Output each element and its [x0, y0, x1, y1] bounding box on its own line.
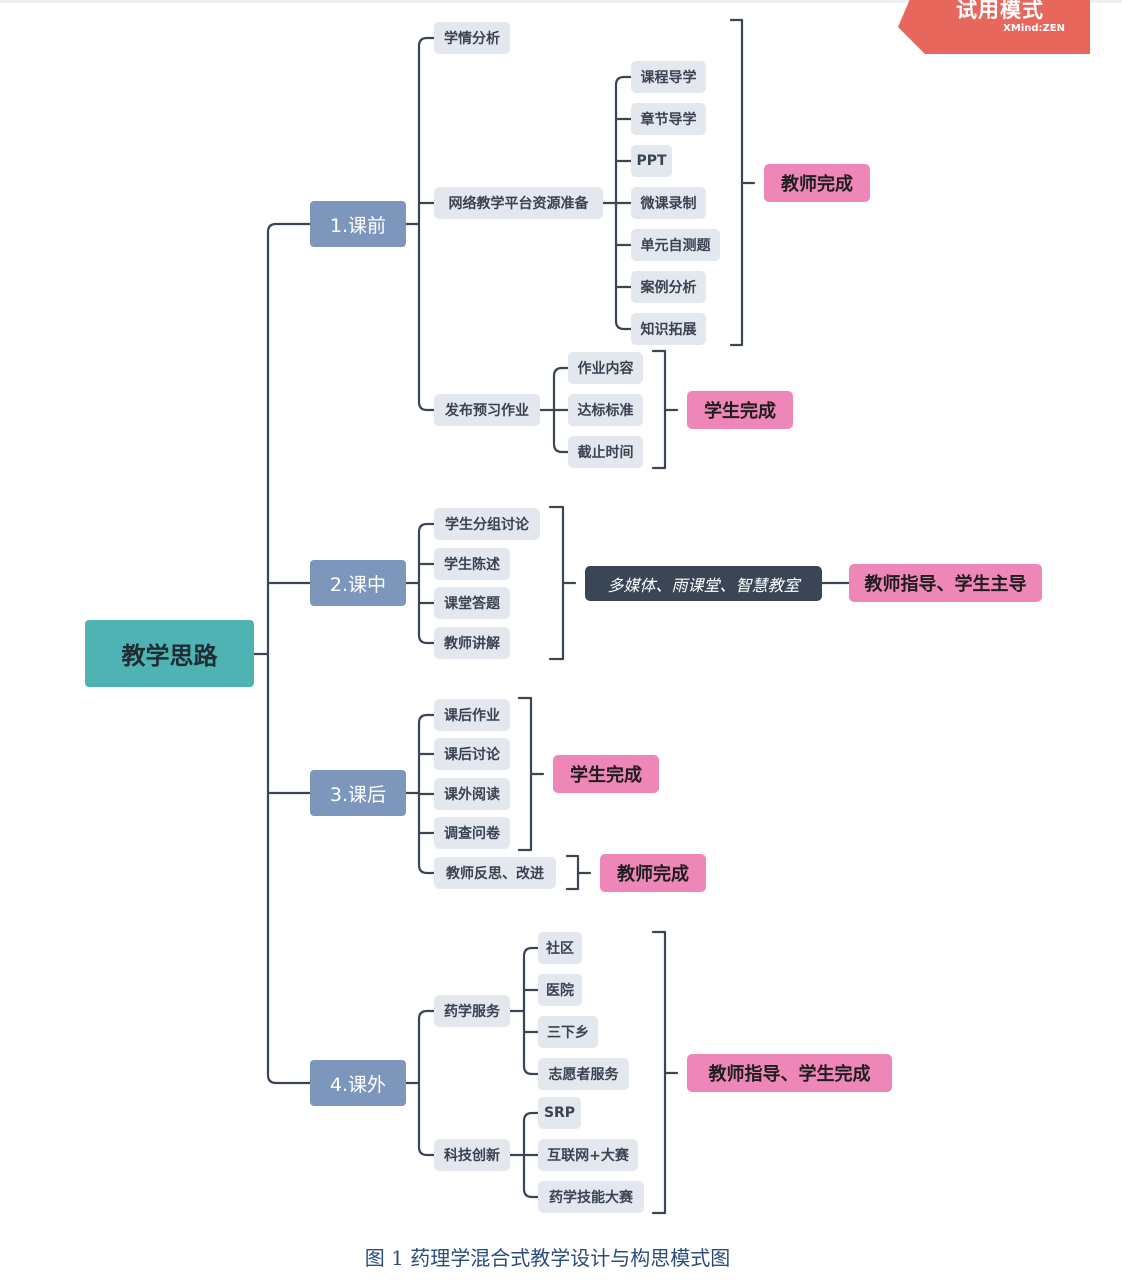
resource-item[interactable]: 微课录制 — [631, 187, 706, 219]
resource-item[interactable]: 章节导学 — [631, 103, 706, 135]
trial-mode-watermark: 试用模式 XMind:ZEN — [898, 0, 1090, 54]
topic-pharmacy-service[interactable]: 药学服务 — [434, 995, 510, 1027]
connector-post — [404, 713, 436, 875]
watermark-title: 试用模式 — [956, 0, 1044, 22]
topic-group-discussion[interactable]: 学生分组讨论 — [434, 508, 540, 540]
bracket-extra — [651, 930, 679, 1215]
figure-caption: 图 1 药理学混合式教学设计与构思模式图 — [364, 1246, 731, 1270]
connector-resources — [601, 75, 633, 331]
connector-pre — [404, 36, 436, 412]
topic-tech-innovation[interactable]: 科技创新 — [434, 1139, 510, 1171]
label-teacher-guide-student-lead[interactable]: 教师指导、学生主导 — [849, 564, 1042, 602]
label-teacher-done[interactable]: 教师完成 — [764, 164, 870, 202]
innovation-item[interactable]: SRP — [538, 1097, 581, 1129]
topic-preview-homework[interactable]: 发布预习作业 — [434, 394, 540, 426]
topic-after-discussion[interactable]: 课后讨论 — [434, 738, 510, 770]
resource-item[interactable]: 课程导学 — [631, 61, 706, 93]
branch-after-class[interactable]: 3.课后 — [310, 770, 406, 816]
topic-after-homework[interactable]: 课后作业 — [434, 699, 510, 731]
service-item[interactable]: 志愿者服务 — [538, 1058, 629, 1090]
branch-extracurricular[interactable]: 4.课外 — [310, 1060, 406, 1106]
connector-service — [507, 946, 540, 1076]
label-teacher-guide-student-done[interactable]: 教师指导、学生完成 — [687, 1054, 892, 1092]
resource-item[interactable]: 知识拓展 — [631, 313, 706, 345]
resource-item[interactable]: 案例分析 — [631, 271, 706, 303]
bracket-mid — [548, 505, 577, 661]
connector-homework — [538, 366, 570, 454]
resource-item[interactable]: PPT — [631, 145, 672, 177]
root-node[interactable]: 教学思路 — [85, 620, 254, 687]
topic-teacher-reflection[interactable]: 教师反思、改进 — [434, 857, 556, 889]
topic-platform-resources[interactable]: 网络教学平台资源准备 — [434, 187, 603, 219]
topic-extra-reading[interactable]: 课外阅读 — [434, 778, 510, 810]
service-item[interactable]: 三下乡 — [538, 1016, 598, 1048]
topic-survey[interactable]: 调查问卷 — [434, 817, 510, 849]
connector-extra — [404, 1009, 436, 1157]
topic-teacher-lecture[interactable]: 教师讲解 — [434, 627, 510, 659]
connector-root — [252, 222, 312, 1085]
topic-learning-analysis[interactable]: 学情分析 — [434, 22, 510, 54]
label-teacher-done[interactable]: 教师完成 — [600, 854, 706, 892]
innovation-item[interactable]: 互联网+大赛 — [538, 1139, 638, 1171]
service-item[interactable]: 社区 — [538, 932, 582, 964]
resource-item[interactable]: 单元自测题 — [631, 229, 720, 261]
branch-pre-class[interactable]: 1.课前 — [310, 201, 406, 247]
bracket-resources — [729, 18, 756, 347]
innovation-item[interactable]: 药学技能大赛 — [538, 1181, 644, 1213]
bracket-post-student — [517, 696, 545, 852]
label-student-done[interactable]: 学生完成 — [687, 391, 793, 429]
bracket-post-teacher — [565, 854, 592, 891]
service-item[interactable]: 医院 — [538, 974, 582, 1006]
topic-class-quiz[interactable]: 课堂答题 — [434, 587, 510, 619]
label-teaching-tools[interactable]: 多媒体、雨课堂、智慧教室 — [585, 566, 822, 601]
homework-item[interactable]: 作业内容 — [568, 352, 643, 384]
branch-in-class[interactable]: 2.课中 — [310, 560, 406, 606]
connector-mid — [404, 522, 436, 645]
watermark-brand: XMind:ZEN — [1003, 23, 1065, 34]
top-edge-line — [0, 0, 1122, 3]
bracket-homework — [651, 349, 679, 470]
topic-student-presentation[interactable]: 学生陈述 — [434, 548, 510, 580]
homework-item[interactable]: 达标标准 — [568, 394, 643, 426]
connector-innovation — [507, 1111, 540, 1199]
label-student-done[interactable]: 学生完成 — [553, 755, 659, 793]
homework-item[interactable]: 截止时间 — [568, 436, 643, 468]
